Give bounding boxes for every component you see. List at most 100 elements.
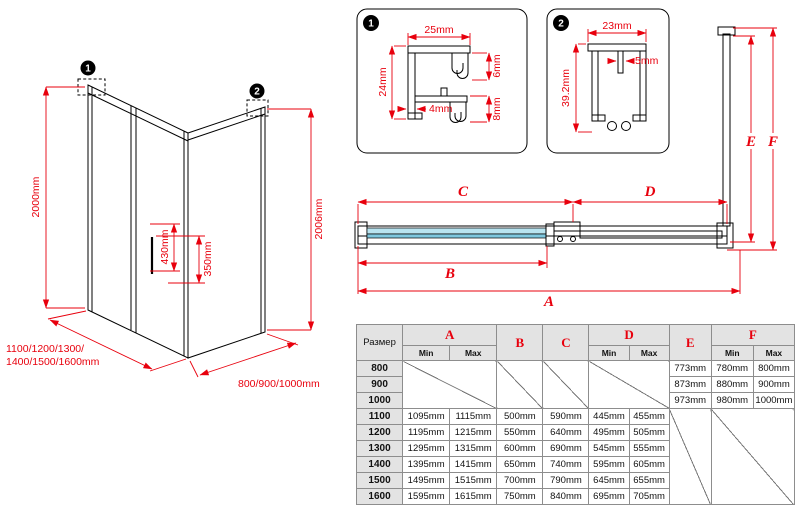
side-panel-plan: [722, 33, 731, 227]
dim-23mm: 23mm: [602, 20, 631, 32]
detail-2-frame: [546, 8, 670, 154]
dim-label-f: F: [767, 134, 778, 150]
callout-1-number: 1: [85, 64, 91, 75]
detail-box-2: 2 23mm 39.2mm 5mm: [546, 8, 670, 154]
detail-2-badge: [553, 15, 569, 31]
dim-4mm: 4mm: [429, 103, 453, 115]
value-cell: 773mm: [668, 360, 712, 377]
column-header-c: C: [542, 324, 590, 361]
roller-bracket: [553, 221, 581, 232]
value-cell: 545mm: [588, 440, 630, 457]
subheader-a-min: Min: [402, 345, 451, 361]
value-cell: 1595mm: [402, 488, 451, 505]
value-cell: 1515mm: [449, 472, 498, 489]
callout-2-number: 2: [254, 87, 260, 98]
na-cell: [668, 408, 712, 505]
plan-view: C D B A E F: [354, 26, 780, 310]
iso-dimensions: 2000mm 2006mm 430mm 350mm 1100/1200/1300…: [6, 86, 325, 390]
dim-label-d: D: [644, 184, 656, 200]
row-size-cell: 1100: [355, 408, 404, 425]
value-cell: 1195mm: [402, 424, 451, 441]
detail-box-1: 1 25mm 24mm 6mm: [356, 8, 528, 154]
table-subheader-row: Min Max Min Max Min Max: [357, 345, 796, 361]
value-cell: 500mm: [496, 408, 544, 425]
detail-2-number: 2: [558, 19, 564, 30]
callout-2-marker: 2: [246, 83, 269, 117]
value-cell: 1000mm: [752, 392, 796, 409]
row-size-cell: 1400: [355, 456, 404, 473]
value-cell: 650mm: [496, 456, 544, 473]
iso-view: 1 2 2000mm 2006mm 430mm: [6, 60, 325, 390]
roller-wheel: [570, 236, 576, 242]
column-header-a: A: [402, 324, 498, 346]
value-cell: 705mm: [628, 488, 670, 505]
row-size-cell: 1200: [355, 424, 404, 441]
value-cell: 1395mm: [402, 456, 451, 473]
row-size-cell: 1000: [355, 392, 404, 409]
detail-1-number: 1: [368, 19, 374, 30]
value-cell: 1615mm: [449, 488, 498, 505]
column-header-b: B: [496, 324, 544, 361]
sliding-door-glass-plan: [366, 227, 547, 235]
na-cell: [542, 360, 590, 409]
dim-25mm: 25mm: [424, 24, 453, 36]
value-cell: 455mm: [628, 408, 670, 425]
value-cell: 700mm: [496, 472, 544, 489]
value-cell: 1215mm: [449, 424, 498, 441]
track-assembly: [354, 26, 736, 249]
row-size-cell: 1500: [355, 472, 404, 489]
dim-handle-spacing: 350mm: [202, 241, 214, 276]
value-cell: 900mm: [752, 376, 796, 393]
value-cell: 640mm: [542, 424, 590, 441]
na-cell: [710, 408, 796, 505]
dim-depth-options: 800/900/1000mm: [238, 378, 320, 390]
row-size-cell: 1300: [355, 440, 404, 457]
value-cell: 873mm: [668, 376, 712, 393]
dim-width-options-line1: 1100/1200/1300/: [6, 343, 84, 355]
callout-2-badge: [249, 83, 265, 99]
subheader-f-max: Max: [752, 345, 796, 361]
value-cell: 555mm: [628, 440, 670, 457]
value-cell: 740mm: [542, 456, 590, 473]
subheader-a-max: Max: [449, 345, 498, 361]
detail-2-dimensions: 23mm 39.2mm 5mm: [560, 20, 659, 133]
dim-width-options-line2: 1400/1500/1600mm: [6, 356, 100, 368]
dim-height-right: 2006mm: [313, 198, 325, 239]
value-cell: 550mm: [496, 424, 544, 441]
value-cell: 980mm: [710, 392, 754, 409]
value-cell: 1295mm: [402, 440, 451, 457]
dim-39-2mm: 39.2mm: [560, 69, 572, 107]
top-rail: [87, 92, 189, 142]
value-cell: 1495mm: [402, 472, 451, 489]
value-cell: 600mm: [496, 440, 544, 457]
value-cell: 780mm: [710, 360, 754, 377]
value-cell: 1095mm: [402, 408, 451, 425]
dim-handle-length: 430mm: [159, 229, 171, 264]
top-track-plan: [357, 225, 728, 245]
fixed-glass-plan: [579, 230, 723, 239]
value-cell: 445mm: [588, 408, 630, 425]
row-size-cell: 900: [355, 376, 404, 393]
wall-profile-plan: [717, 26, 736, 36]
na-cell: [496, 360, 544, 409]
value-cell: 1415mm: [449, 456, 498, 473]
value-cell: 800mm: [752, 360, 796, 377]
detail-1-badge: [363, 15, 379, 31]
value-cell: 495mm: [588, 424, 630, 441]
row-size-cell: 800: [355, 360, 404, 377]
rail-profile-section: [407, 45, 471, 123]
dim-6mm: 6mm: [491, 54, 503, 78]
dim-8mm: 8mm: [491, 97, 503, 121]
roller-carriage: [545, 223, 555, 247]
subheader-d-max: Max: [628, 345, 670, 361]
table-header-row: Размер A B C D E F: [355, 324, 796, 361]
callout-1-badge: [80, 60, 96, 76]
